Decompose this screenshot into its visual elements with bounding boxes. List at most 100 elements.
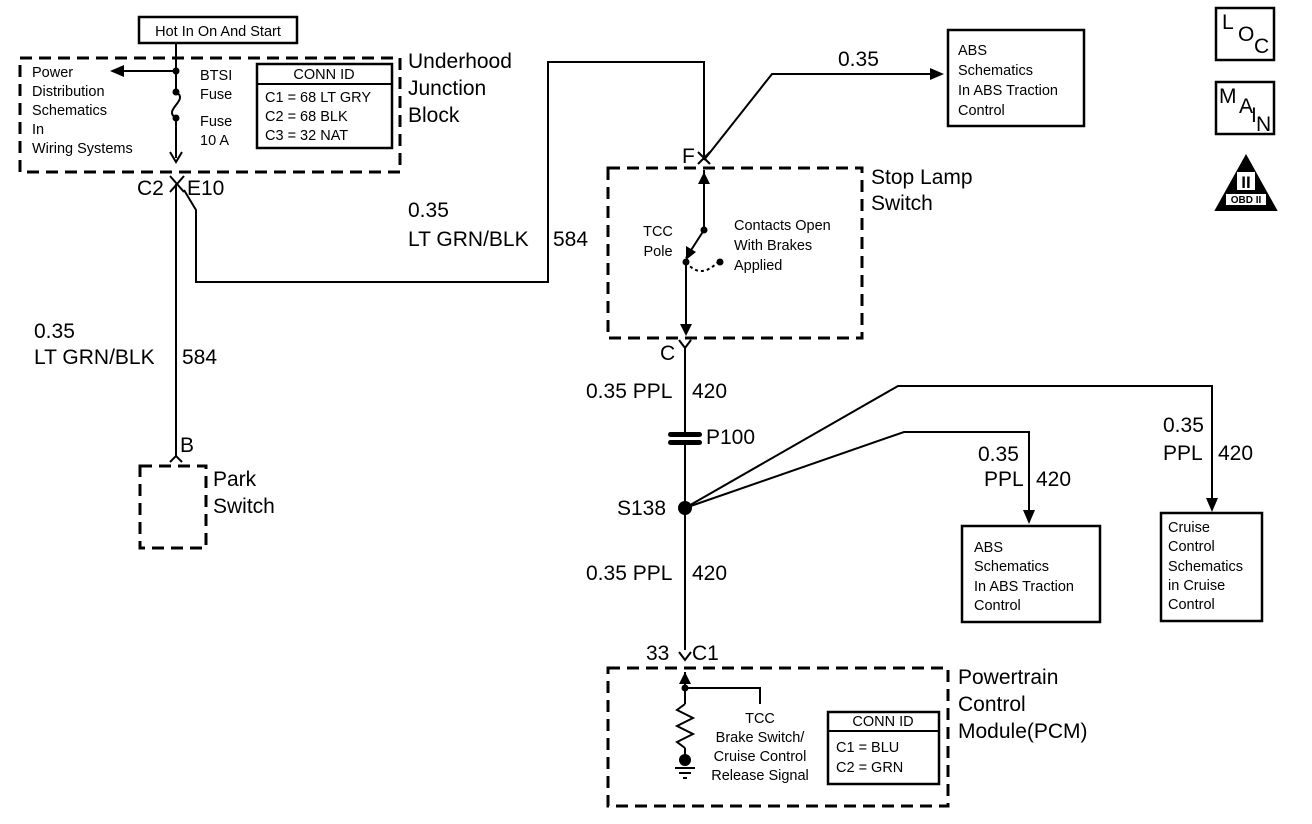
conn-id-row-1: C1 = 68 LT GRY [265, 90, 371, 106]
abs-top-line-1: ABS [958, 43, 987, 59]
hot-in-label-box: Hot In On And Start [137, 15, 299, 45]
contacts-note-1: Contacts Open [734, 218, 831, 234]
ppl-lower-gauge: 0.35 PPL [586, 562, 672, 585]
abs-lower-line-1: ABS [974, 540, 1003, 556]
power-dist-ref-1: Power [32, 65, 73, 81]
stop-switch-terminal-f: F [682, 145, 695, 168]
power-dist-ref-5: Wiring Systems [32, 141, 133, 157]
underhood-title-3: Block [408, 104, 460, 127]
stop-lamp-switch: Stop Lamp Switch TCC Pole Contacts Open … [606, 166, 973, 340]
conn-id-header: CONN ID [293, 67, 354, 83]
stop-wire-color: LT GRN/BLK [408, 228, 529, 251]
park-switch-title-2: Switch [213, 495, 275, 518]
park-wire-color: LT GRN/BLK [34, 346, 155, 369]
stop-switch-title-1: Stop Lamp [871, 166, 973, 189]
connector-c2-label: C2 [137, 177, 164, 200]
pcm-title-3: Module(PCM) [958, 720, 1088, 743]
cruise-line-1: Cruise [1168, 520, 1210, 536]
abs-schematics-ref-lower: ABS Schematics In ABS Traction Control [960, 524, 1102, 624]
svg-text:M: M [1219, 85, 1237, 108]
conn-id-row-2: C2 = 68 BLK [265, 109, 348, 125]
ppl-upper-gauge: 0.35 PPL [586, 380, 672, 403]
abs-lower-line-2: Schematics [974, 559, 1049, 575]
svg-text:O: O [1238, 23, 1254, 46]
stop-wire-circuit: 584 [553, 228, 588, 251]
cruise-line-5: Control [1168, 597, 1215, 613]
power-dist-ref-3: Schematics [32, 103, 107, 119]
pcm-signal-4: Release Signal [711, 768, 809, 784]
contacts-note-3: Applied [734, 258, 782, 274]
pcm-module: Powertrain Control Module(PCM) TCC Brake… [606, 666, 1088, 808]
underhood-title-2: Junction [408, 77, 486, 100]
fuse-name-2: Fuse [200, 87, 232, 103]
loc-icon[interactable]: L O C [1214, 6, 1276, 62]
pcm-conn-id-table: CONN ID C1 = BLU C2 = GRN [826, 710, 941, 786]
cruise-line-3: Schematics [1168, 559, 1243, 575]
abs-lower-line-4: Control [974, 598, 1021, 614]
stop-switch-terminal-c: C [660, 342, 675, 365]
s138-label: S138 [617, 497, 666, 520]
svg-text:L: L [1222, 11, 1234, 34]
underhood-junction-block: Underhood Junction Block Power Distribut… [18, 50, 512, 174]
cruise-line-2: Control [1168, 539, 1215, 555]
abs-schematics-ref-top: ABS Schematics In ABS Traction Control [946, 28, 1086, 128]
resistor-icon [674, 703, 696, 749]
fuse-icon [171, 91, 181, 119]
abs-top-line-2: Schematics [958, 63, 1033, 79]
fuse-rating-2: 10 A [200, 133, 229, 149]
hot-in-label: Hot In On And Start [155, 24, 281, 40]
pcm-conn-id-row-1: C1 = BLU [836, 740, 899, 756]
ppl-lower-circuit: 420 [692, 562, 727, 585]
abs-lower-line-3: In ABS Traction [974, 579, 1074, 595]
svg-text:I: I [1251, 104, 1257, 127]
pcm-title-1: Powertrain [958, 666, 1058, 689]
connector-e10-label: E10 [187, 177, 224, 200]
inline-connector-p100: P100 [668, 426, 755, 449]
arrow-right-icon [930, 68, 944, 80]
abs-top-wire-gauge: 0.35 [838, 48, 879, 71]
tcc-pole-1: TCC [643, 224, 673, 240]
pcm-connector-label: C1 [692, 642, 719, 665]
underhood-conn-id-table: CONN ID C1 = 68 LT GRY C2 = 68 BLK C3 = … [255, 62, 394, 150]
svg-text:OBD II: OBD II [1231, 195, 1262, 206]
conn-id-row-3: C3 = 32 NAT [265, 128, 348, 144]
svg-text:N: N [1256, 113, 1271, 136]
park-wire-gauge: 0.35 [34, 320, 75, 343]
stop-wire-gauge: 0.35 [408, 199, 449, 222]
abs-branch-circuit: 420 [1036, 468, 1071, 491]
pcm-conn-id-row-2: C2 = GRN [836, 760, 903, 776]
cruise-line-4: in Cruise [1168, 578, 1225, 594]
park-wire-circuit: 584 [182, 346, 217, 369]
abs-branch-gauge: 0.35 [978, 443, 1019, 466]
contacts-note-2: With Brakes [734, 238, 812, 254]
park-switch: B Park Switch [138, 434, 275, 550]
pcm-signal-3: Cruise Control [714, 749, 807, 765]
fuse-name-1: BTSI [200, 68, 232, 84]
power-dist-ref-4: In [32, 122, 44, 138]
svg-text:II: II [1241, 173, 1250, 192]
cruise-branch-color: PPL [1163, 442, 1203, 465]
cruise-schematics-ref: Cruise Control Schematics in Cruise Cont… [1159, 511, 1264, 623]
power-dist-ref-2: Distribution [32, 84, 105, 100]
pcm-signal-1: TCC [745, 711, 775, 727]
main-icon[interactable]: M A I N [1214, 80, 1276, 136]
fuse-rating-1: Fuse [200, 114, 232, 130]
svg-text:C: C [1254, 35, 1269, 58]
pcm-conn-id-header: CONN ID [852, 714, 913, 730]
pcm-title-2: Control [958, 693, 1026, 716]
arrow-left-icon [110, 65, 124, 77]
svg-text:A: A [1239, 95, 1253, 118]
park-switch-terminal: B [180, 434, 194, 457]
underhood-title-1: Underhood [408, 50, 512, 73]
cruise-branch-gauge: 0.35 [1163, 414, 1204, 437]
abs-branch-color: PPL [984, 468, 1024, 491]
stop-switch-title-2: Switch [871, 192, 933, 215]
abs-top-line-4: Control [958, 103, 1005, 119]
tcc-pole-2: Pole [643, 244, 672, 260]
pcm-pin-label: 33 [646, 642, 669, 665]
pcm-signal-2: Brake Switch/ [716, 730, 806, 746]
obd-ii-icon[interactable]: II OBD II [1214, 153, 1278, 211]
park-switch-title-1: Park [213, 468, 257, 491]
p100-label: P100 [706, 426, 755, 449]
